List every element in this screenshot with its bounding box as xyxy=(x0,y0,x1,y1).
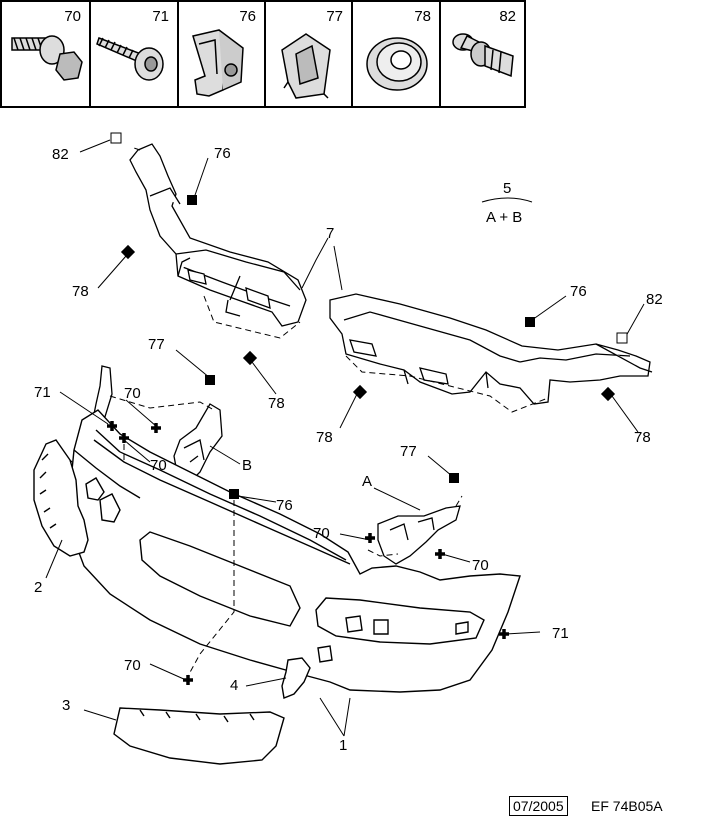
callout-77: 77 xyxy=(148,336,165,353)
push-pin-icon xyxy=(452,33,514,78)
callout-labels: 82 76 5 A + B 7 78 76 82 78 78 78 77 71 … xyxy=(34,145,663,754)
part-number: 71 xyxy=(152,8,169,25)
grommet-icon xyxy=(366,37,428,91)
part-number: 77 xyxy=(326,8,343,25)
callout-70: 70 xyxy=(150,457,167,474)
callout-7: 7 xyxy=(326,225,334,242)
revision-date: 07/2005 xyxy=(509,796,568,816)
callout-70: 70 xyxy=(124,657,141,674)
callout-76: 76 xyxy=(570,283,587,300)
callout-77: 77 xyxy=(400,443,417,460)
bumper-cover xyxy=(49,409,521,693)
callout-b: B xyxy=(242,457,252,474)
bracket-a xyxy=(377,505,461,565)
screw-icon xyxy=(96,37,164,81)
spring-clip-icon xyxy=(192,29,244,97)
callout-2: 2 xyxy=(34,579,42,596)
part-number: 70 xyxy=(64,8,81,25)
callout-71: 71 xyxy=(34,384,51,401)
part-number: 78 xyxy=(414,8,431,25)
callout-3: 3 xyxy=(62,697,70,714)
callout-70: 70 xyxy=(313,525,330,542)
left-bumper-bracket xyxy=(129,143,307,327)
callout-78: 78 xyxy=(634,429,651,446)
callout-78: 78 xyxy=(72,283,89,300)
callout-82: 82 xyxy=(646,291,663,308)
callout-71: 71 xyxy=(552,625,569,642)
callout-76: 76 xyxy=(214,145,231,162)
leader-lines xyxy=(45,139,645,737)
part-cell-78: 78 xyxy=(353,2,441,106)
part-cell-82: 82 xyxy=(441,2,524,106)
part-cell-70: 70 xyxy=(2,2,91,106)
part-number: 82 xyxy=(499,8,516,25)
part-cell-76: 76 xyxy=(179,2,266,106)
callout-a-plus-b: A + B xyxy=(486,209,522,226)
right-bumper-bracket xyxy=(329,293,653,405)
callout-70: 70 xyxy=(124,385,141,402)
callout-78: 78 xyxy=(316,429,333,446)
hex-bolt-icon xyxy=(11,35,83,81)
parts-table: 70 71 76 xyxy=(0,0,526,108)
callout-1: 1 xyxy=(339,737,347,754)
part-cell-71: 71 xyxy=(91,2,179,106)
cage-nut-icon xyxy=(281,33,331,99)
assembly-lines xyxy=(109,147,549,677)
side-extension xyxy=(33,439,89,557)
callout-82: 82 xyxy=(52,146,69,163)
part-cell-77: 77 xyxy=(266,2,353,106)
callout-78: 78 xyxy=(268,395,285,412)
reference-code: EF 74B05A xyxy=(591,798,663,814)
lower-trim-strip xyxy=(113,707,285,765)
callout-70: 70 xyxy=(472,557,489,574)
callout-4: 4 xyxy=(230,677,238,694)
tow-eye-cover xyxy=(281,657,311,699)
callout-76: 76 xyxy=(276,497,293,514)
callout-a: A xyxy=(362,473,372,490)
part-number: 76 xyxy=(239,8,256,25)
callout-5: 5 xyxy=(503,180,511,197)
